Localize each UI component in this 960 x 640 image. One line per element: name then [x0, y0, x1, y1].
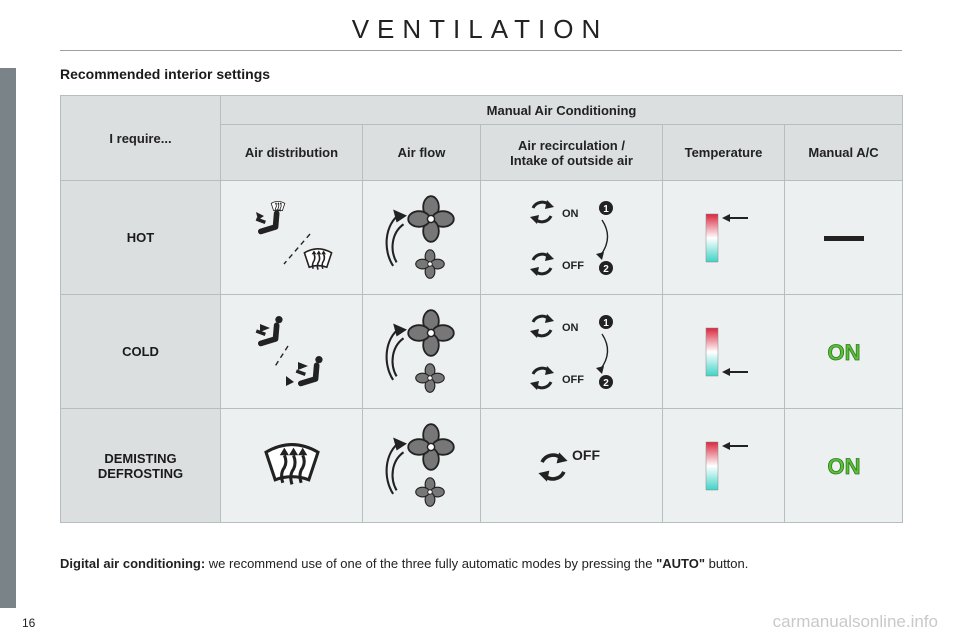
step-1-badge: 1 — [603, 204, 609, 215]
row-label-line2: DEFROSTING — [97, 465, 184, 481]
title-divider — [60, 50, 902, 51]
fan-icon — [384, 308, 455, 393]
temperature-bar-icon — [705, 441, 748, 490]
air-flow-cell — [362, 408, 481, 523]
air-distribution-cell — [220, 294, 363, 409]
recirculation-cell: ON 1 OFF 2 — [480, 180, 663, 295]
recirc-off-label: OFF — [562, 260, 584, 272]
table-row: COLD ON 1 — [60, 294, 904, 409]
side-strip — [0, 68, 16, 608]
table-row: HOT ON 1 — [60, 180, 904, 295]
row-label-hot: HOT — [60, 180, 221, 295]
air-flow-cell — [362, 294, 481, 409]
temperature-bar-icon — [705, 213, 748, 262]
note-text: we recommend use of one of the three ful… — [205, 556, 657, 571]
recirc-off-label: OFF — [562, 374, 584, 386]
digital-ac-note: Digital air conditioning: we recommend u… — [60, 556, 748, 571]
watermark: carmanualsonline.info — [772, 612, 938, 631]
temperature-cell — [662, 408, 785, 523]
recirc-on-label: ON — [562, 208, 579, 220]
recirculation-icon: ON 1 OFF 2 — [528, 198, 613, 277]
table-row: DEMISTING DEFROSTING OFF — [60, 408, 904, 523]
svg-text:ON: ON — [827, 454, 860, 479]
require-header: I require... — [60, 95, 221, 181]
recirc-off-label: OFF — [572, 447, 600, 463]
seat-defrost-distribution-icon — [242, 200, 332, 270]
manual-ac-cell: ON — [783, 408, 904, 523]
row-label-line1: DEMISTING — [104, 450, 177, 466]
col-recirc-line2: Intake of outside air — [510, 152, 633, 168]
note-tail: button. — [705, 556, 749, 571]
settings-table: I require... Manual Air Conditioning Air… — [60, 95, 904, 523]
page-title: VENTILATION — [351, 14, 609, 44]
col-air-flow: Air flow — [362, 124, 481, 181]
air-distribution-cell — [220, 408, 363, 523]
recirculation-icon: ON 1 OFF 2 — [528, 312, 613, 391]
col-temperature: Temperature — [662, 124, 785, 181]
row-label-cold: COLD — [60, 294, 221, 409]
ac-on-badge: ON — [827, 339, 861, 365]
temperature-cell — [662, 294, 785, 409]
svg-text:ON: ON — [827, 340, 860, 365]
step-2-badge: 2 — [603, 378, 609, 389]
step-1-badge: 1 — [603, 318, 609, 329]
ac-off-dash-icon — [823, 235, 864, 241]
manual-ac-cell — [783, 180, 904, 295]
row-label-demisting: DEMISTING DEFROSTING — [60, 408, 221, 523]
windscreen-defrost-icon — [263, 442, 320, 486]
col-recirc-line1: Air recirculation / — [518, 137, 625, 153]
seat-vent-distribution-icon — [242, 310, 342, 394]
fan-icon — [384, 422, 455, 507]
ac-on-badge: ON — [827, 453, 861, 479]
temperature-cell — [662, 180, 785, 295]
air-flow-cell — [362, 180, 481, 295]
col-air-distribution: Air distribution — [220, 124, 363, 181]
group-header: Manual Air Conditioning — [219, 95, 904, 125]
recirculation-icon: OFF — [536, 447, 600, 483]
note-lead: Digital air conditioning: — [60, 556, 206, 571]
manual-ac-cell: ON — [783, 294, 904, 409]
col-air-recirculation: Air recirculation / Intake of outside ai… — [480, 124, 663, 181]
recirc-on-label: ON — [562, 322, 579, 334]
air-distribution-cell — [220, 180, 363, 295]
recirculation-cell: OFF — [480, 408, 663, 523]
recirculation-cell: ON 1 OFF 2 — [480, 294, 663, 409]
note-auto-button: "AUTO" — [656, 556, 705, 571]
temperature-bar-icon — [705, 327, 748, 376]
step-2-badge: 2 — [603, 264, 609, 275]
fan-icon — [384, 194, 455, 279]
page-number: 16 — [22, 616, 36, 630]
section-heading: Recommended interior settings — [60, 66, 271, 82]
col-manual-ac: Manual A/C — [783, 124, 904, 181]
